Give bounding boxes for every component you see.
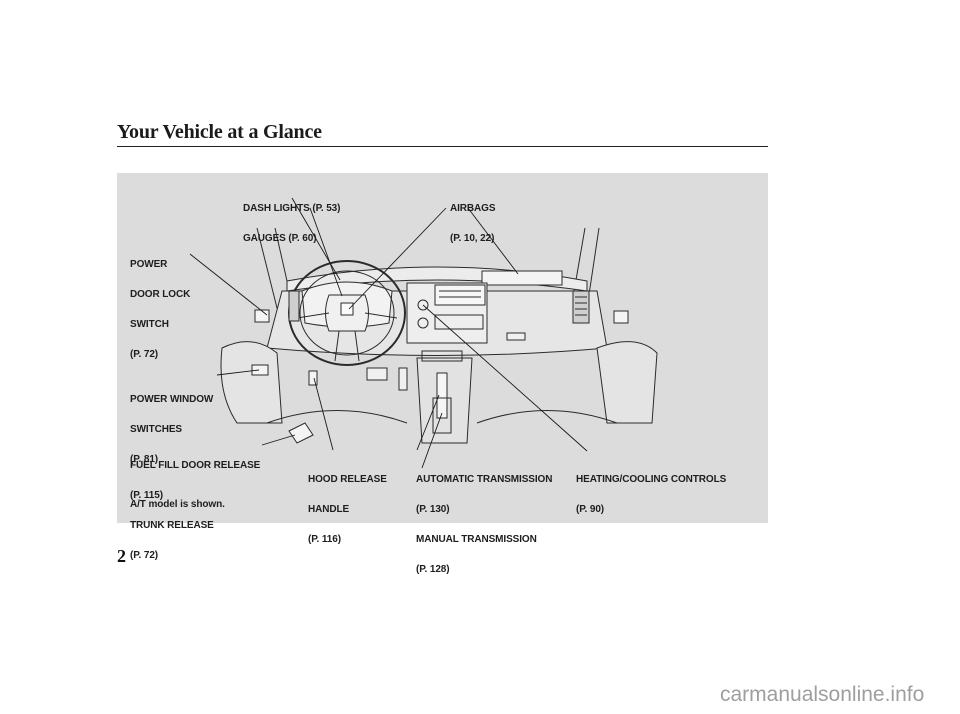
leader-gauges — [309, 207, 343, 297]
leader-heating-cooling — [422, 304, 588, 452]
steering-spoke-left — [296, 312, 330, 319]
leader-auto-transmission — [416, 394, 440, 451]
brake-pedal — [366, 367, 388, 381]
leader-power-door-lock — [189, 253, 268, 316]
hood-release-handle-art — [308, 370, 318, 386]
leader-fuel-trunk — [261, 434, 296, 446]
accelerator-pedal — [398, 367, 408, 391]
title-rule — [117, 146, 768, 147]
label-transmission: AUTOMATIC TRANSMISSION (P. 130) MANUAL T… — [416, 474, 553, 575]
door-lock-switch-art — [254, 309, 270, 323]
fuel-trunk-release-art — [288, 422, 314, 444]
leader-airbags-passenger — [467, 207, 519, 275]
dashboard-illustration — [189, 197, 658, 469]
right-vent — [572, 290, 590, 324]
right-door-panel — [596, 341, 658, 424]
steering-spoke-right — [364, 312, 398, 319]
left-seat-outline — [266, 410, 408, 424]
label-airbags: AIRBAGS (P. 10, 22) — [450, 203, 496, 244]
leader-power-window — [216, 369, 260, 376]
leader-hood-release — [313, 377, 334, 451]
honda-emblem — [340, 302, 354, 316]
caption-at-model: A/T model is shown. — [130, 499, 225, 510]
right-door-lock-art — [613, 310, 629, 324]
watermark: carmanualsonline.info — [720, 683, 925, 706]
left-vent — [288, 290, 300, 322]
passenger-airbag-panel — [481, 270, 563, 286]
steering-spoke-bottom — [334, 330, 360, 362]
heater-knob-1 — [417, 299, 429, 311]
label-heating-cooling: HEATING/COOLING CONTROLS (P. 90) — [576, 474, 727, 515]
page-title: Your Vehicle at a Glance — [117, 121, 322, 143]
shift-gate — [432, 397, 452, 434]
heater-panel — [434, 314, 484, 330]
illustration-panel: DASH LIGHTS (P. 53) GAUGES (P. 60) AIRBA… — [117, 173, 768, 575]
label-dash-lights: DASH LIGHTS (P. 53) GAUGES (P. 60) — [243, 203, 341, 244]
leader-airbags-wheel — [348, 207, 447, 310]
label-hood-release: HOOD RELEASE HANDLE (P. 116) — [308, 474, 387, 545]
label-power-door-lock: POWER DOOR LOCK SWITCH (P. 72) — [130, 259, 191, 360]
label-power-window: POWER WINDOW SWITCHES (P. 81) — [130, 394, 214, 465]
leader-manual-transmission — [421, 412, 443, 469]
label-fuel-trunk: FUEL FILL DOOR RELEASE (P. 115) TRUNK RE… — [130, 460, 261, 561]
heater-knob-2 — [417, 317, 429, 329]
window-switch-art — [251, 364, 269, 376]
right-seat-outline — [476, 410, 618, 424]
console-switches — [421, 350, 463, 362]
steering-wheel-inner — [299, 270, 395, 356]
glove-box-latch — [506, 332, 526, 341]
page-number: 2 — [117, 546, 126, 566]
leader-dash-lights — [291, 197, 341, 281]
left-door-panel — [220, 341, 283, 424]
audio-unit — [434, 284, 486, 306]
shift-lever — [436, 372, 448, 419]
